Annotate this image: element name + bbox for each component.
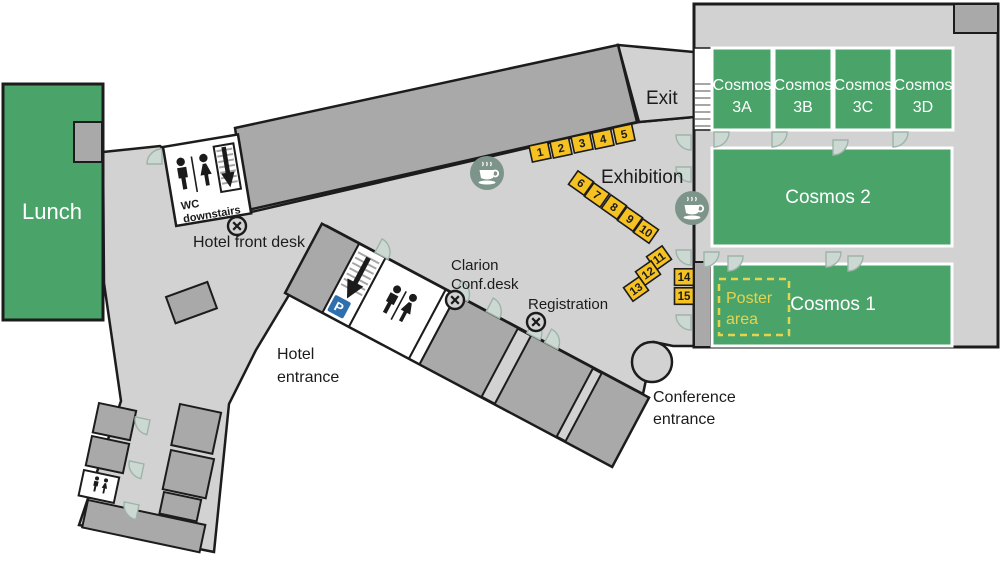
wing-room <box>158 490 203 523</box>
hotel-entrance-label: entrance <box>277 369 339 386</box>
booth-number: 14 <box>678 272 691 284</box>
booth-number: 15 <box>678 291 691 303</box>
booth-number: 3 <box>578 137 587 150</box>
conference-entrance-label: entrance <box>653 411 715 428</box>
exhibition-booths: 1 2 3 4 5 6 7 8 9 10 11 12 13 14 15 <box>528 123 695 306</box>
booth-marker: 8 <box>600 193 628 221</box>
exhibition-label: Exhibition <box>601 167 683 188</box>
booth-marker: 1 <box>528 141 552 164</box>
cosmos-1-room <box>710 262 954 348</box>
hotel-entrance-label: Hotel <box>277 346 314 363</box>
cosmos-2-label: Cosmos 2 <box>785 187 871 208</box>
lunch-room-label: Lunch <box>22 199 82 224</box>
wing-room <box>91 401 138 442</box>
conference-entrance-label: Conference <box>653 389 736 406</box>
cosmos-3d-label: 3D <box>913 99 933 116</box>
stairs-down-arrow-icon <box>212 142 243 194</box>
booth-marker: 15 <box>673 287 695 306</box>
x-circle-icon <box>444 289 466 311</box>
cosmos-3d-room <box>892 46 955 132</box>
poster-area-label: area <box>726 311 758 328</box>
booth-marker: 6 <box>567 169 595 197</box>
hotel-room <box>563 371 651 468</box>
corridor-room <box>164 280 219 325</box>
cosmos-3a-label: 3A <box>732 99 752 116</box>
conference-building <box>675 2 1000 349</box>
booth-number: 1 <box>536 146 545 159</box>
cosmos-3a-room <box>710 46 774 132</box>
booth-number: 4 <box>599 133 608 146</box>
booth-marker: 3 <box>570 132 594 155</box>
wing-room <box>84 434 131 475</box>
clarion-conf-desk-label: Clarion <box>451 257 499 274</box>
booth-number: 5 <box>620 128 629 141</box>
booth-marker: 4 <box>591 128 615 151</box>
wc-downstairs-sign: WC downstairs <box>161 133 253 228</box>
registration-label: Registration <box>528 296 608 313</box>
cosmos-3c-room <box>832 46 894 132</box>
parking-icon: P <box>327 295 351 319</box>
south-wing-rooms <box>77 401 223 554</box>
cosmos-1-label: Cosmos 1 <box>790 294 876 315</box>
wing-wc-room <box>77 468 121 505</box>
cosmos-3b-room <box>772 46 834 132</box>
coffee-cup-icon <box>469 155 505 191</box>
exit-label: Exit <box>646 88 678 109</box>
x-circle-icon <box>525 311 547 333</box>
room-labels: Cosmos 3A Cosmos 3B Cosmos 3C Cosmos 3D … <box>713 77 953 328</box>
poster-area-label: Poster <box>726 290 773 307</box>
cosmos-2-room <box>710 146 954 248</box>
booth-marker: 5 <box>612 123 636 146</box>
hotel-room <box>493 333 595 439</box>
building-stairs <box>693 47 713 131</box>
booth-marker: 7 <box>583 181 611 209</box>
revolving-door-circle <box>630 340 674 384</box>
booth-marker: 9 <box>616 205 644 233</box>
wing-room <box>170 402 223 456</box>
clarion-conf-desk-label: Conf.desk <box>451 276 519 293</box>
wc-divider <box>390 291 407 321</box>
booth-number: 2 <box>557 142 566 155</box>
booth-marker: 10 <box>632 217 660 245</box>
wc-sign-label: WC <box>180 198 200 213</box>
booth-marker: 14 <box>673 268 695 287</box>
coffee-cup-icon <box>674 190 710 226</box>
hotel-front-desk-label: Hotel front desk <box>193 234 306 251</box>
map-labels: Exit Exhibition Hotel front desk Clarion… <box>193 88 736 428</box>
x-circle-icon <box>226 215 248 237</box>
lunch-annex <box>73 121 103 163</box>
wing-room <box>161 448 216 500</box>
wing-room <box>80 498 207 554</box>
cosmos-3c-label: Cosmos <box>834 77 893 94</box>
building-corner-block <box>953 3 999 34</box>
cosmos-3a-label: Cosmos <box>713 77 772 94</box>
cosmos-3c-label: 3C <box>853 99 873 116</box>
poster-area <box>717 277 791 337</box>
stairs-down-arrow-icon <box>340 251 380 299</box>
hotel-core-building: P <box>283 221 651 469</box>
booth-marker: 13 <box>622 275 650 303</box>
cosmos-3b-label: Cosmos <box>774 77 833 94</box>
building-wall-strip <box>693 261 712 348</box>
cosmos-3b-label: 3B <box>793 99 813 116</box>
cosmos-3d-label: Cosmos <box>894 77 953 94</box>
booth-marker: 2 <box>549 137 573 160</box>
